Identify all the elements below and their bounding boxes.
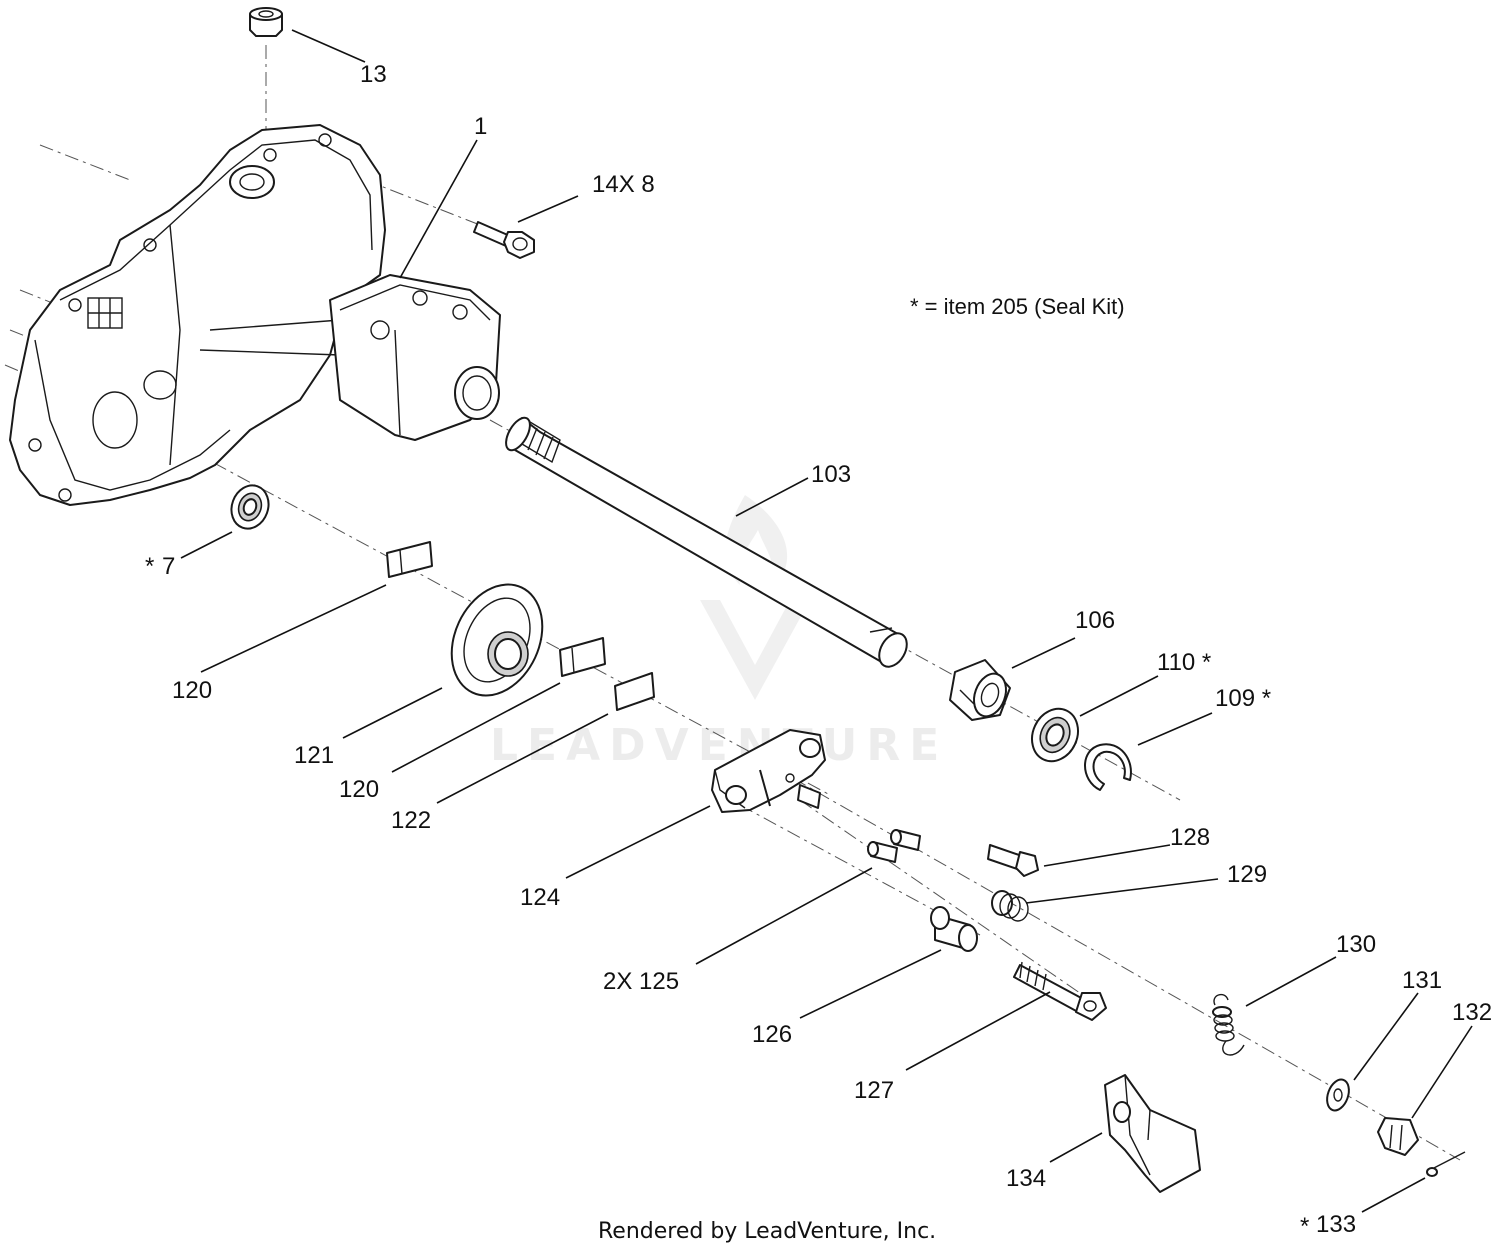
part-134-cover	[1104, 1074, 1201, 1193]
callout-133: 133	[1316, 1211, 1356, 1238]
callout-120-lower: 120	[339, 776, 379, 803]
part-120-key-upper	[386, 541, 433, 578]
callout-134: 134	[1006, 1165, 1046, 1192]
part-103-shaft	[505, 416, 908, 668]
watermark: LEADVENTURE	[490, 495, 948, 771]
seal-kit-note: * = item 205 (Seal Kit)	[910, 294, 1125, 319]
callout-110: 110 *	[1157, 649, 1211, 676]
part-110-seal	[1031, 707, 1079, 763]
part-121-pulley	[450, 583, 544, 697]
callout-125: 2X 125	[603, 968, 679, 995]
part-130-extension-spring	[1212, 993, 1245, 1056]
callout-130: 130	[1336, 931, 1376, 958]
callout-128: 128	[1170, 824, 1210, 851]
callout-109: 109 *	[1215, 685, 1271, 712]
part-132-castle-nut	[1377, 1117, 1419, 1156]
callout-126: 126	[752, 1021, 792, 1048]
part-7-seal	[230, 484, 270, 530]
callout-129: 129	[1227, 861, 1267, 888]
part-128-bolt	[987, 844, 1039, 877]
footer-credit: Rendered by LeadVenture, Inc.	[598, 1219, 936, 1244]
leader-lines	[180, 29, 1473, 1213]
callout-7: 7	[162, 553, 175, 580]
part-124-bracket	[711, 729, 826, 813]
callout-103: 103	[811, 461, 851, 488]
callout-122: 122	[391, 807, 431, 834]
part-14-bolt	[473, 221, 535, 259]
part-125-pins	[867, 829, 921, 863]
callout-131: 131	[1402, 967, 1442, 994]
part-133-cotter-pin	[1426, 1151, 1466, 1177]
part-122-shim	[614, 672, 655, 711]
part-131-washer	[1326, 1078, 1350, 1112]
callout-121: 121	[294, 742, 334, 769]
watermark-text: LEADVENTURE	[490, 720, 948, 771]
callout-133-star: *	[1300, 1213, 1309, 1240]
callout-13: 13	[360, 61, 387, 88]
callout-106: 106	[1075, 607, 1115, 634]
callout-1: 1	[474, 113, 487, 140]
callout-132: 132	[1452, 999, 1492, 1026]
part-1-housing	[9, 124, 501, 506]
part-109-retaining-ring	[1084, 743, 1132, 791]
part-126-spacer	[930, 906, 978, 952]
part-106-bushing	[949, 659, 1011, 721]
part-120-key-lower	[559, 637, 606, 677]
callout-labels: 13 1 14X 8 103 * 7 106 110 * 109 * 120 1…	[145, 61, 1492, 1240]
callout-120-upper: 120	[172, 677, 212, 704]
callout-14: 14X 8	[592, 171, 655, 198]
callout-7-star: *	[145, 553, 154, 580]
part-129-spring	[991, 890, 1029, 922]
part-13-plug	[249, 7, 283, 37]
part-127-bolt	[1013, 961, 1107, 1021]
callout-124: 124	[520, 884, 560, 911]
callout-127: 127	[854, 1077, 894, 1104]
